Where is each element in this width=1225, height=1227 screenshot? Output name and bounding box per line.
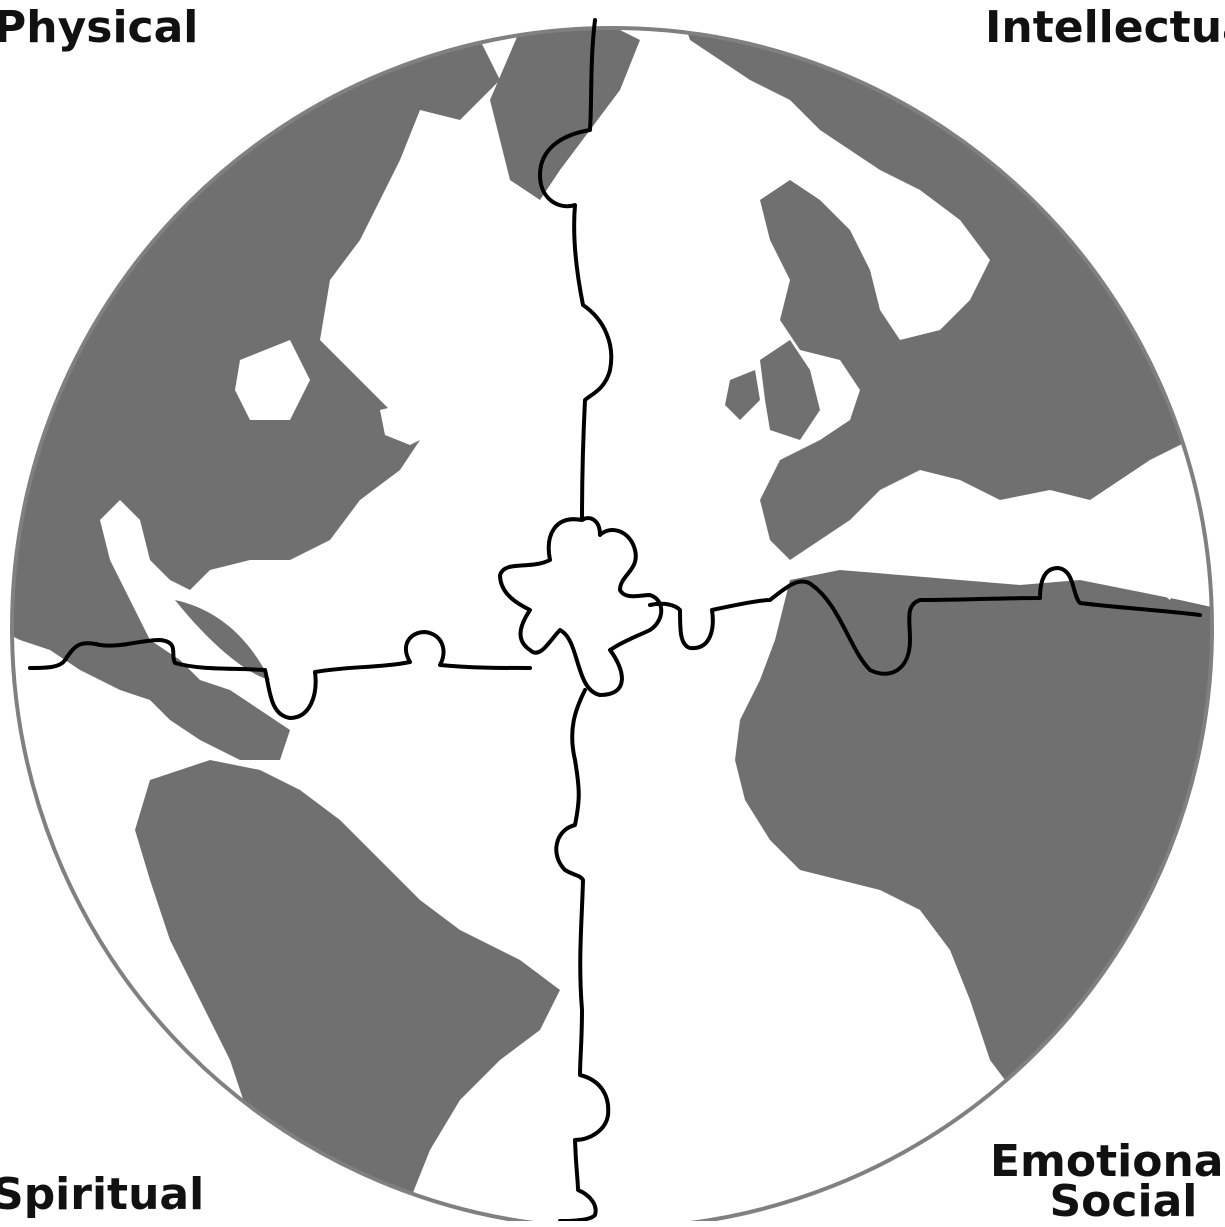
quadrant-label-emotional-social: Emotional- Social [990,1142,1225,1222]
emotional-label-line2: Social [990,1182,1225,1222]
quadrant-label-spiritual: Spiritual [0,1175,204,1215]
quadrant-label-intellectual: Intellectual [985,8,1225,48]
quadrant-label-physical: Physical [0,8,198,48]
